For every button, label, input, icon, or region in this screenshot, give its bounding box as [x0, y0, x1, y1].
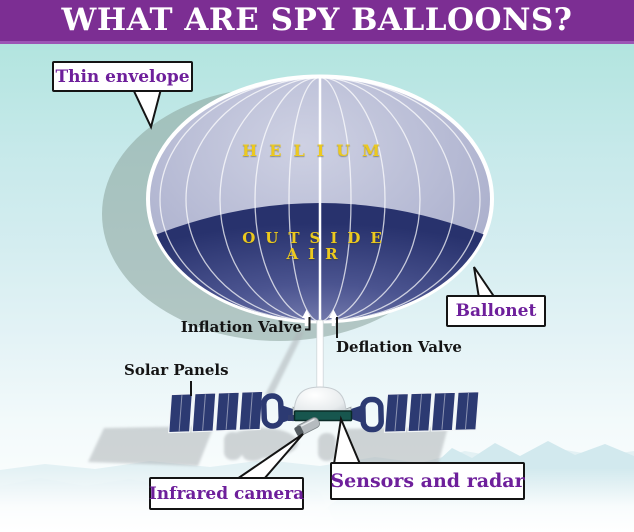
payload-assembly — [168, 386, 480, 436]
sensors-radar-callout-label: Sensors and radar — [330, 470, 525, 492]
balloon-gore-seams — [159, 77, 481, 321]
deflation-valve-label: Deflation Valve — [336, 338, 462, 356]
sensor-bar-end — [288, 415, 297, 421]
payload-shadows — [88, 332, 448, 466]
tether-pole — [316, 319, 324, 395]
sensors-radar-callout: Sensors and radar — [330, 462, 525, 500]
thin-envelope-callout-label: Thin envelope — [55, 66, 190, 87]
header-banner: WHAT ARE SPY BALLOONS? — [0, 0, 634, 44]
solar-array-right-bracket — [360, 396, 384, 433]
leader-lines — [190, 317, 338, 396]
thin-envelope-tail — [131, 88, 163, 130]
gondola-dome — [293, 386, 347, 415]
inflation-valve-leader-line — [305, 317, 311, 331]
outside-air-label-line2: AIR — [286, 245, 348, 263]
solar-panels-label: Solar Panels — [124, 361, 229, 379]
infrared-camera-unit — [294, 417, 320, 436]
infrared-camera-callout: Infrared camera — [149, 477, 304, 510]
solar-array-left — [168, 390, 284, 434]
callout-tails — [131, 88, 497, 480]
ballonet-tail — [473, 266, 497, 299]
inflation-valve-label: Inflation Valve — [180, 318, 302, 336]
thin-envelope-callout: Thin envelope — [52, 61, 193, 92]
helium-label: HELIUM — [242, 141, 392, 160]
valve-airflow-arrows — [302, 309, 338, 326]
outside-air-label-line1: OUTSIDE — [242, 229, 392, 247]
sensors-radar-bar — [293, 410, 353, 422]
ballonet-callout-label: Ballonet — [455, 301, 537, 321]
solar-array-right — [360, 391, 480, 433]
infrared-camera-callout-label: Infrared camera — [148, 483, 305, 504]
solar-array-left-bracket — [261, 393, 284, 429]
ballonet-callout: Ballonet — [446, 295, 546, 327]
page-title: WHAT ARE SPY BALLOONS? — [61, 2, 573, 38]
